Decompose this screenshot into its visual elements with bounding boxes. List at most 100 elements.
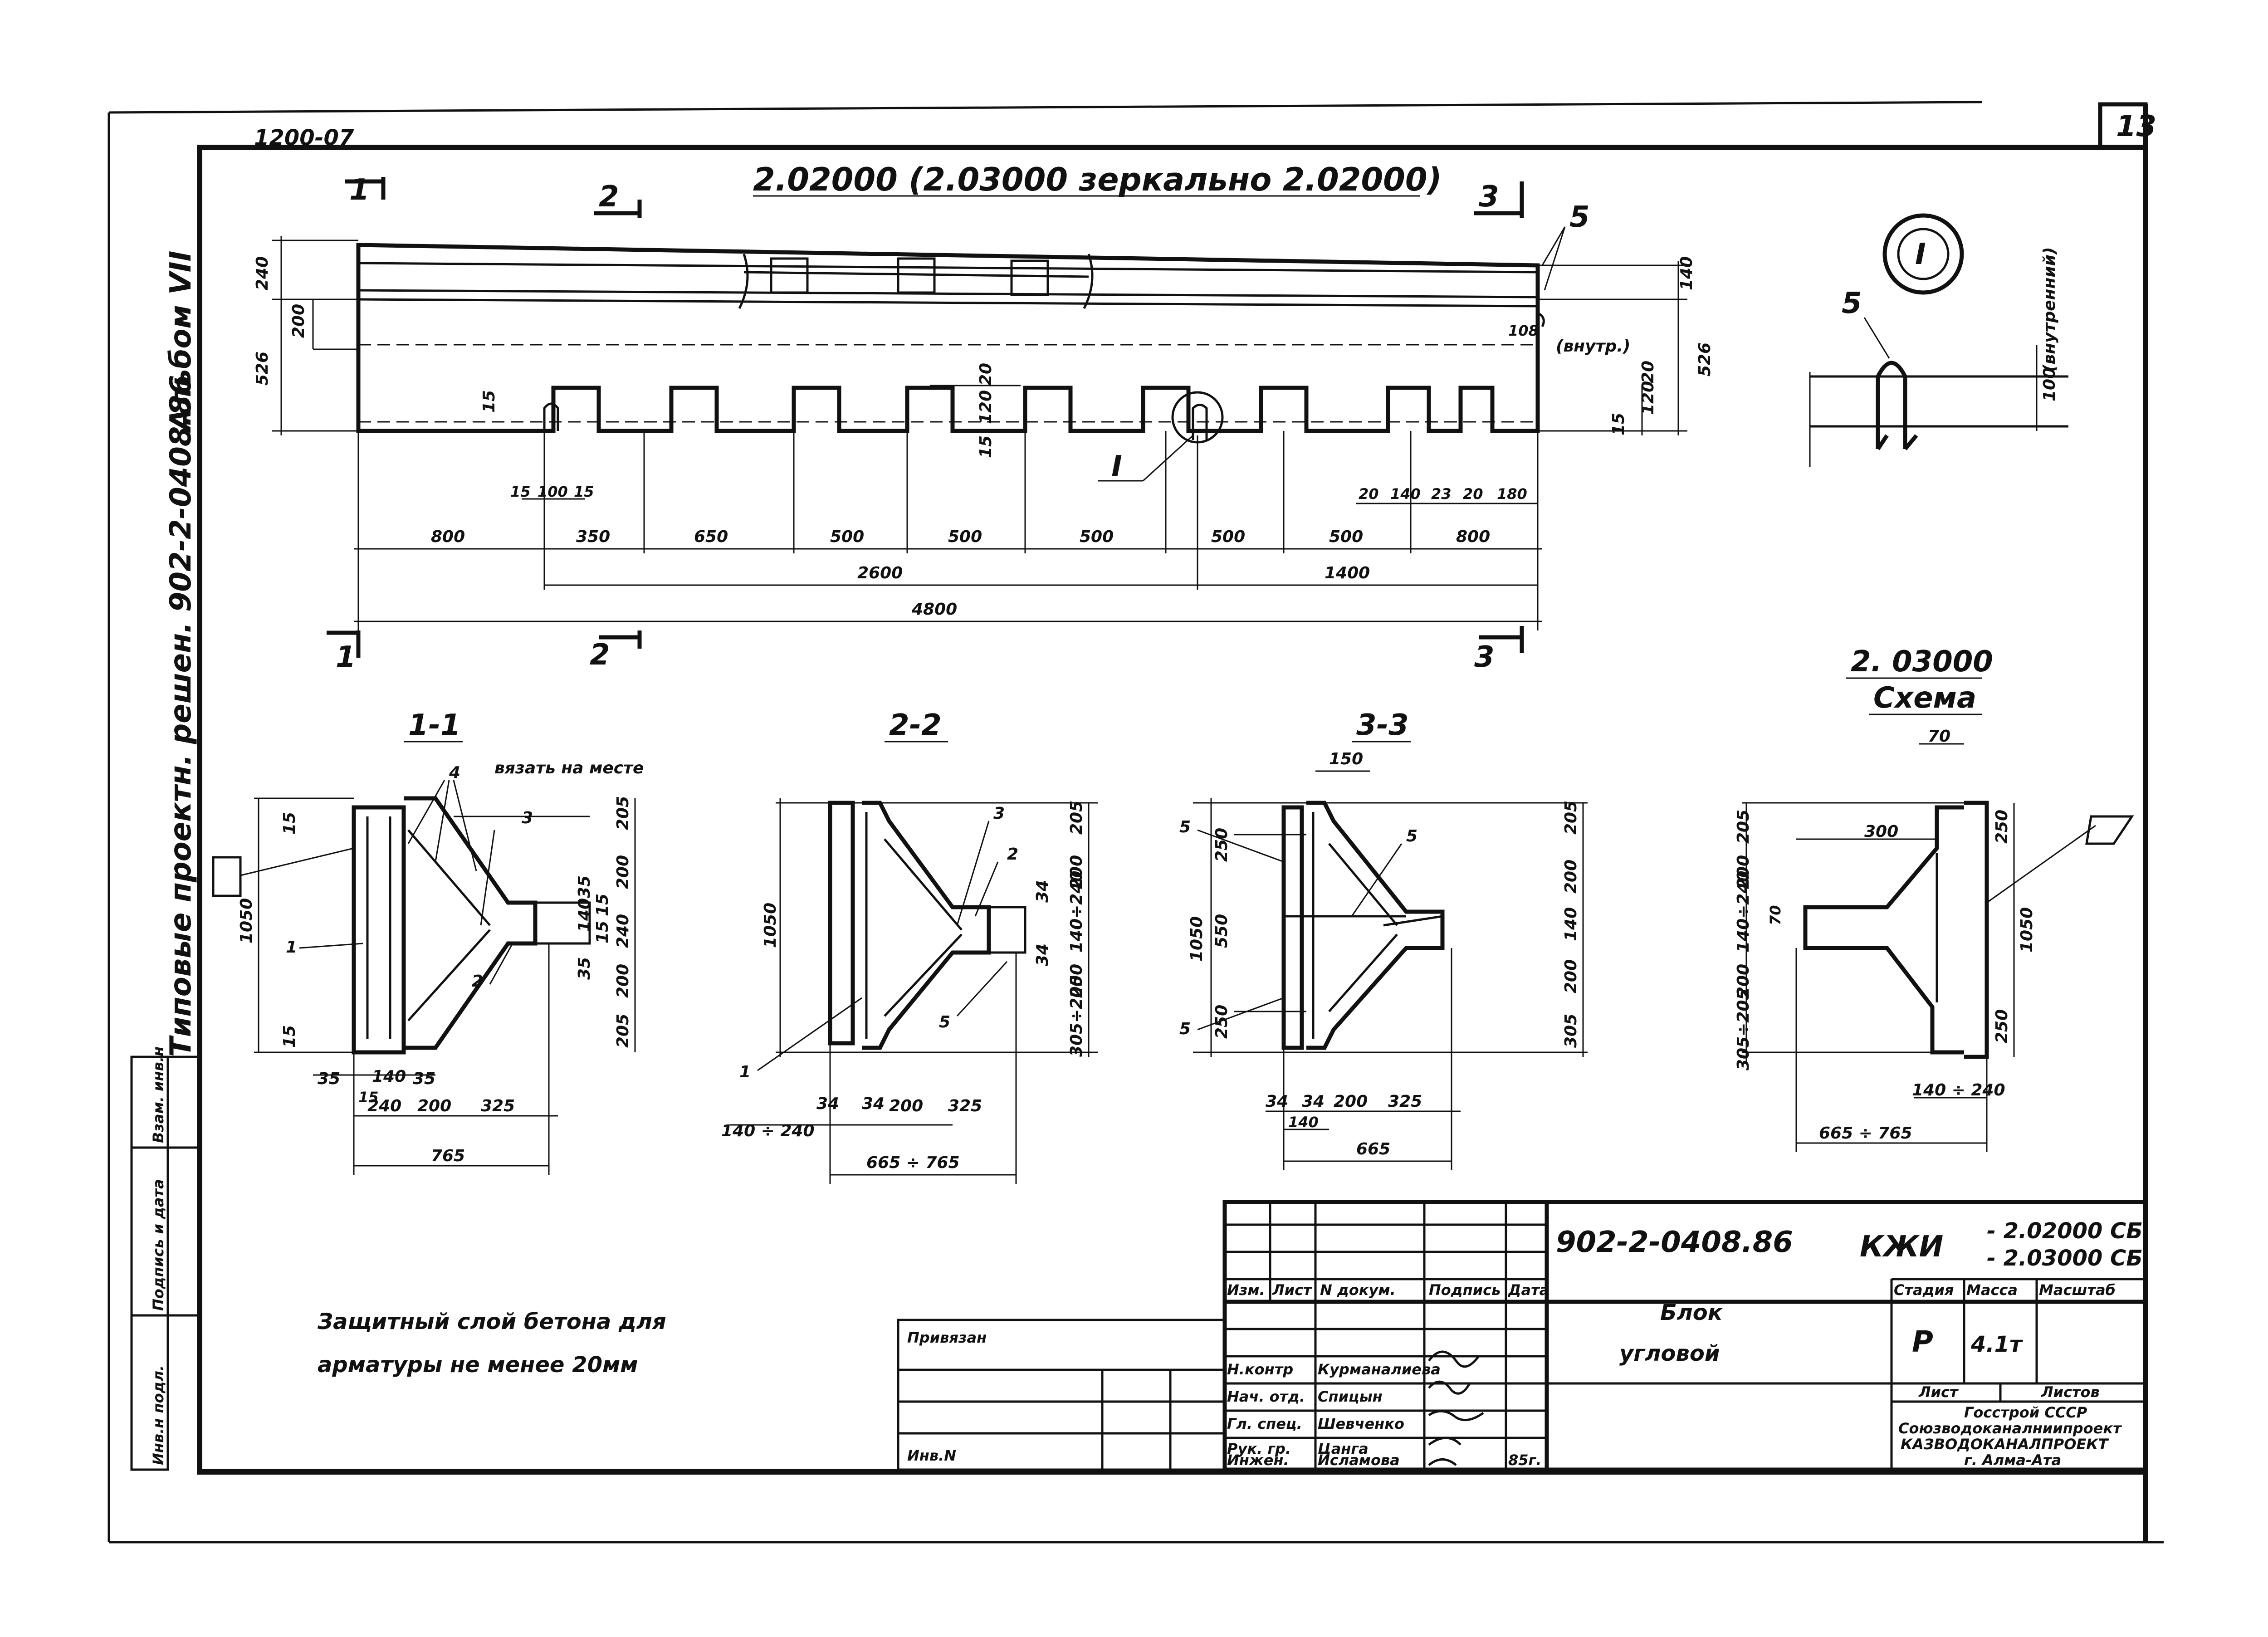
detail-I-dim: 100 xyxy=(2040,367,2059,401)
plan-dim-row1-2: 650 xyxy=(694,528,728,546)
strip-replace-label: Взам. инв.н xyxy=(150,1046,167,1143)
plan-dim-row1-5: 500 xyxy=(1080,528,1114,546)
section-1-bottom-4: 240 xyxy=(367,1097,401,1115)
org-line-1: Союзводоканалниипроект xyxy=(1898,1420,2122,1437)
plan-dim-row1-0: 800 xyxy=(431,528,465,546)
plan-dim-140-right: 140 xyxy=(1677,256,1696,290)
section-1-right-5: 15 xyxy=(593,921,612,943)
detail-I-pos: 5 xyxy=(1842,287,1862,320)
note-line-2: арматуры не менее 20мм xyxy=(318,1352,638,1378)
scheme-left-2: 140÷240 xyxy=(1734,871,1753,953)
section-1-bottom-0: 35 xyxy=(318,1070,340,1088)
slot-dim-120: 120 xyxy=(977,390,995,424)
scheme-top-300: 300 xyxy=(1864,822,1898,841)
section-2-bottom-0: 140 ÷ 240 xyxy=(721,1122,815,1140)
section-3-left-1050: 1050 xyxy=(1188,916,1206,962)
section-3-bottom-5: 665 xyxy=(1356,1140,1390,1158)
detail-I-note: (внутренний) xyxy=(2040,247,2059,372)
section-1-bottom-2: 35 xyxy=(413,1070,435,1088)
section-1-right-0: 205 xyxy=(614,796,632,830)
left-stamp-strip: Инв.н подл. Подпись и дата Взам. инв.н xyxy=(130,1046,200,1471)
section-2-bottom-3: 200 xyxy=(889,1097,923,1115)
detail-I-label: I xyxy=(1915,238,1926,271)
section-3-callout-5c: 5 xyxy=(1179,1020,1191,1038)
section-1-right-4: 15 xyxy=(593,894,612,916)
privyazan-label: Привязан xyxy=(907,1329,987,1346)
section-1-title: 1-1 xyxy=(408,709,461,742)
role-0: Н.контр xyxy=(1227,1361,1293,1378)
section-1-right-1: 200 xyxy=(614,855,632,889)
album-label: Альбом VII xyxy=(164,251,198,433)
scheme-left-1: 200 xyxy=(1734,855,1753,889)
role-4: Инжен. xyxy=(1227,1451,1289,1469)
small-dim-100: 100 xyxy=(538,483,568,500)
section-1-left-15b: 15 xyxy=(280,1025,299,1048)
date-year: 85г. xyxy=(1508,1451,1541,1469)
section-1-bottom-1: 140 xyxy=(372,1067,406,1086)
plan-dim-row2-1: 1400 xyxy=(1325,564,1370,582)
name-line-2: угловой xyxy=(1619,1341,1720,1366)
cut-mark-top-2: 2 xyxy=(599,180,619,214)
section-1-right-6: 240 xyxy=(614,914,632,948)
section-1-right-8: 200 xyxy=(614,964,632,998)
series-label: Типовые проектн. решен. 902-2-0408.86 xyxy=(164,375,198,1057)
small-dim-15b: 15 xyxy=(574,483,594,500)
plan-dim-120-right: 120 xyxy=(1639,381,1657,415)
section-1-right-9: 205 xyxy=(614,1014,632,1048)
section-3-left-250b: 250 xyxy=(1212,1005,1231,1039)
role-1: Нач. отд. xyxy=(1227,1388,1305,1405)
plan-dim-row1-1: 350 xyxy=(576,528,610,546)
scheme-right-0: 250 xyxy=(1993,810,2011,844)
section-3-callout-5b: 5 xyxy=(1406,827,1418,845)
section-3-right-2: 140 xyxy=(1562,907,1580,941)
scheme-top-70: 70 xyxy=(1928,727,1950,746)
section-2-right-3: 140÷240 xyxy=(1067,871,1086,953)
plan-dim-200: 200 xyxy=(289,304,308,338)
section-1-callout-tie: вязать на месте xyxy=(494,759,644,777)
hdr-date: Дата xyxy=(1508,1281,1549,1299)
plan-dim-row1-3: 500 xyxy=(830,528,864,546)
scheme-left-0: 205 xyxy=(1734,810,1753,844)
mass-value: 4.1т xyxy=(1970,1332,2024,1357)
section-1-bottom-7: 765 xyxy=(431,1147,465,1165)
section-3-right-1: 200 xyxy=(1562,860,1580,894)
section-1-callout-3: 3 xyxy=(522,809,533,827)
section-1-1: 1-1 4 вязать на месте 3 1 2 15 1050 15 2… xyxy=(212,709,644,1175)
scheme-title: 2. 03000 xyxy=(1851,645,1993,679)
section-1-right-7: 35 xyxy=(575,957,594,980)
plan-dim-row3-0: 4800 xyxy=(911,600,957,619)
section-2-right-1: 200 xyxy=(1067,855,1086,889)
doc-code: 902-2-0408.86 xyxy=(1556,1226,1793,1259)
section-3-bottom-3: 325 xyxy=(1388,1092,1422,1111)
section-1-callout-1: 1 xyxy=(286,938,297,957)
cut-mark-top-1: 1 xyxy=(349,173,370,207)
small-dim-r23: 23 xyxy=(1431,485,1452,503)
section-2-callout-3: 3 xyxy=(993,804,1005,823)
section-3-bottom-2: 200 xyxy=(1334,1092,1368,1111)
signature-marks xyxy=(1428,1350,1484,1466)
section-2-bottom-1: 34 xyxy=(816,1095,839,1113)
section-3-bottom-1: 34 xyxy=(1302,1092,1325,1111)
section-2-2: 2-2 1050 3 2 5 1 205 200 34 140÷240 34 2… xyxy=(721,709,1098,1184)
section-2-bottom-5: 665 ÷ 765 xyxy=(866,1153,960,1172)
cut-mark-bottom-2: 2 xyxy=(590,638,610,672)
section-3-left-250a: 250 xyxy=(1212,828,1231,862)
section-3-left-550: 550 xyxy=(1212,914,1231,948)
hdr-izm: Изм. xyxy=(1227,1281,1265,1299)
hdr-list: Лист xyxy=(1272,1281,1313,1299)
section-1-bottom-6: 325 xyxy=(481,1097,515,1115)
detail-I: I 5 (внутренний) 100 xyxy=(1809,213,2068,467)
plan-inner-note: (внутр.) xyxy=(1556,337,1630,356)
section-1-bottom-3: 15 xyxy=(358,1089,379,1106)
scheme-left-4: 200 xyxy=(1734,964,1753,998)
grade-code: КЖИ xyxy=(1860,1230,1943,1264)
small-dim-15a: 15 xyxy=(510,483,531,500)
section-2-title: 2-2 xyxy=(889,709,942,742)
plan-dim-row1-6: 500 xyxy=(1211,528,1245,546)
section-1-left-15a: 15 xyxy=(280,812,299,835)
cut-mark-bottom-3: 3 xyxy=(1474,640,1495,674)
plan-dim-row1-4: 500 xyxy=(948,528,982,546)
doc-code-1: - 2.02000 СБ xyxy=(1987,1218,2143,1244)
plan-inner-dim: 108 xyxy=(1508,322,1539,339)
section-2-right-6: 305÷205 xyxy=(1067,975,1086,1057)
